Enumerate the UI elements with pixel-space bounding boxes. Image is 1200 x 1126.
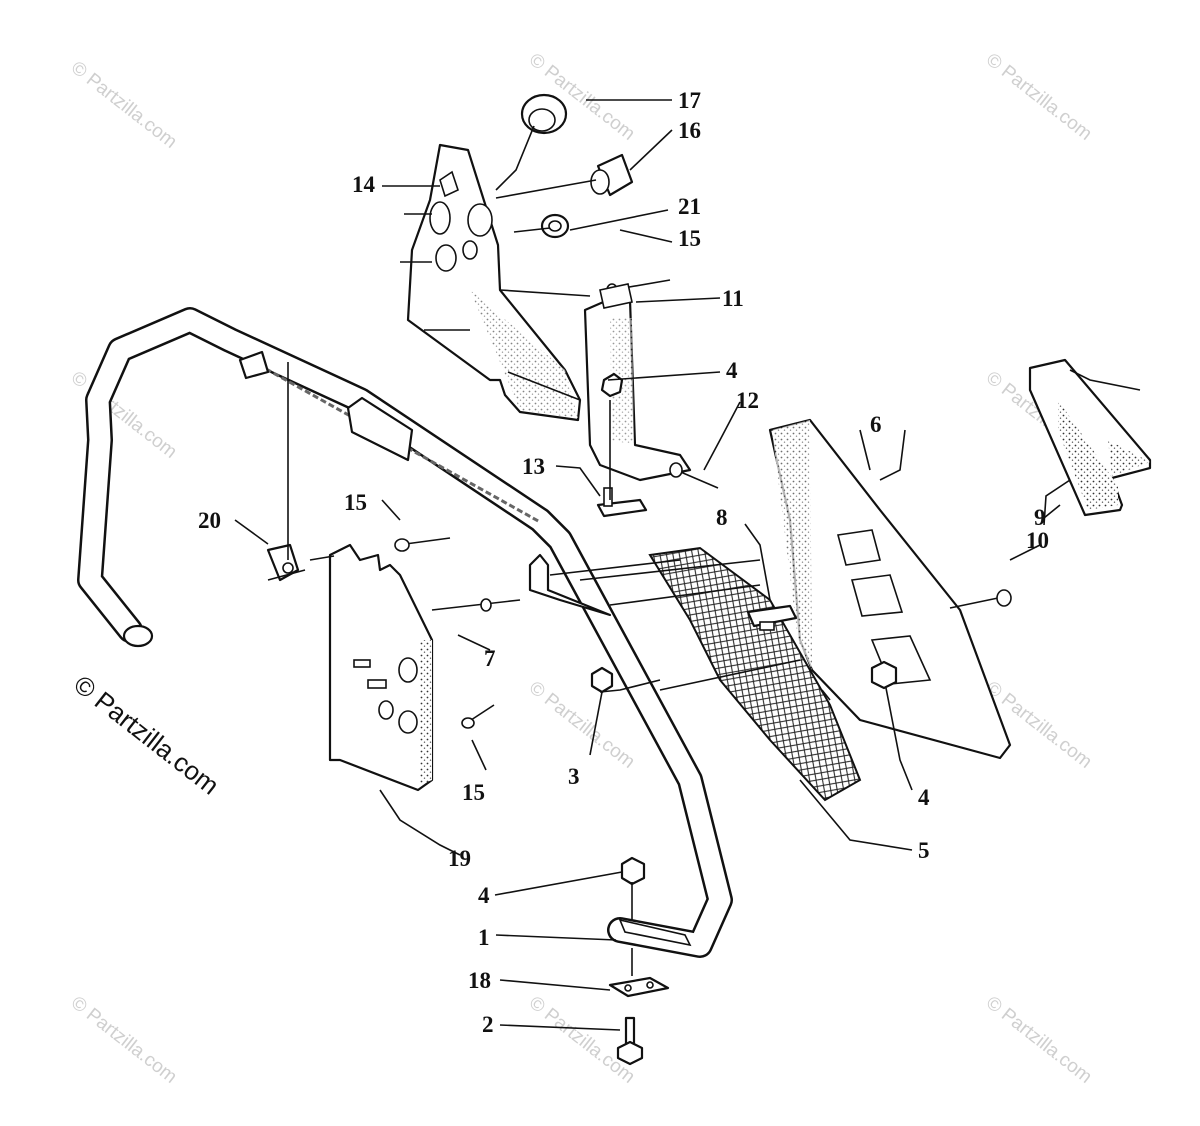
part-16-bushing [590, 153, 634, 197]
part-18-plate [608, 976, 670, 998]
part-4-nut-bottom [620, 856, 646, 886]
part-6-side-panel [768, 418, 1012, 760]
part-21-grommet [540, 213, 570, 239]
part-4-nut-right [870, 660, 898, 690]
part-20-clamp [266, 543, 300, 582]
part-8-clip [746, 604, 798, 631]
callout-3: 3 [568, 764, 580, 789]
callout-16: 16 [678, 118, 701, 143]
part-19-side-plate [328, 543, 434, 792]
part-10-screw [949, 589, 1012, 609]
callout-1: 1 [478, 925, 490, 950]
callout-4-right: 4 [918, 785, 930, 810]
part-2-bolt [616, 1016, 644, 1066]
callout-10: 10 [1026, 528, 1049, 553]
callout-labels: 1 2 3 4 4 4 5 6 7 8 9 10 11 12 13 14 15 … [198, 88, 1049, 1037]
callout-12: 12 [736, 388, 759, 413]
callout-9: 9 [1034, 505, 1046, 530]
part-9-foam-block [1028, 358, 1152, 517]
watermark-text: © Partzilla.com [67, 57, 181, 152]
watermark-text: © Partzilla.com [525, 677, 639, 772]
callout-6: 6 [870, 412, 882, 437]
watermark-text: © Partzilla.com [67, 992, 181, 1087]
part-17-grommet [520, 93, 568, 135]
part-13-clip [596, 487, 648, 518]
callout-13: 13 [522, 454, 545, 479]
callout-19: 19 [448, 846, 471, 871]
part-11-bracket [583, 283, 692, 482]
part-7-pin [431, 598, 521, 612]
callout-15-upper: 15 [678, 226, 701, 251]
callout-11: 11 [722, 286, 744, 311]
watermark-text: © Partzilla.com [982, 992, 1096, 1087]
part-5-mesh-screen [648, 546, 862, 802]
callout-15-left: 15 [344, 490, 367, 515]
part-12-bolt [669, 462, 719, 489]
callout-8: 8 [716, 505, 728, 530]
watermark-text: © Partzilla.com [982, 49, 1096, 144]
watermark-text: © Partzilla.com [67, 367, 181, 462]
part-1-bumper-frame [77, 307, 733, 958]
callout-4-bottom: 4 [478, 883, 490, 908]
callout-7: 7 [484, 646, 496, 671]
callout-5: 5 [918, 838, 930, 863]
part-14-upper-plate [406, 143, 582, 422]
leader-lines [234, 99, 1141, 1031]
callout-20: 20 [198, 508, 221, 533]
watermark-main: © Partzilla.com [68, 669, 225, 801]
callout-2: 2 [482, 1012, 494, 1037]
watermark-text: © Partzilla.com [525, 992, 639, 1087]
callout-17: 17 [678, 88, 701, 113]
callout-4-upper: 4 [726, 358, 738, 383]
callout-15-lower: 15 [462, 780, 485, 805]
part-15-rivet-lower [461, 704, 495, 729]
callout-18: 18 [468, 968, 491, 993]
part-3-nut [590, 666, 614, 694]
part-15-rivet-left [394, 537, 451, 552]
callout-21: 21 [678, 194, 701, 219]
callout-14: 14 [352, 172, 376, 197]
